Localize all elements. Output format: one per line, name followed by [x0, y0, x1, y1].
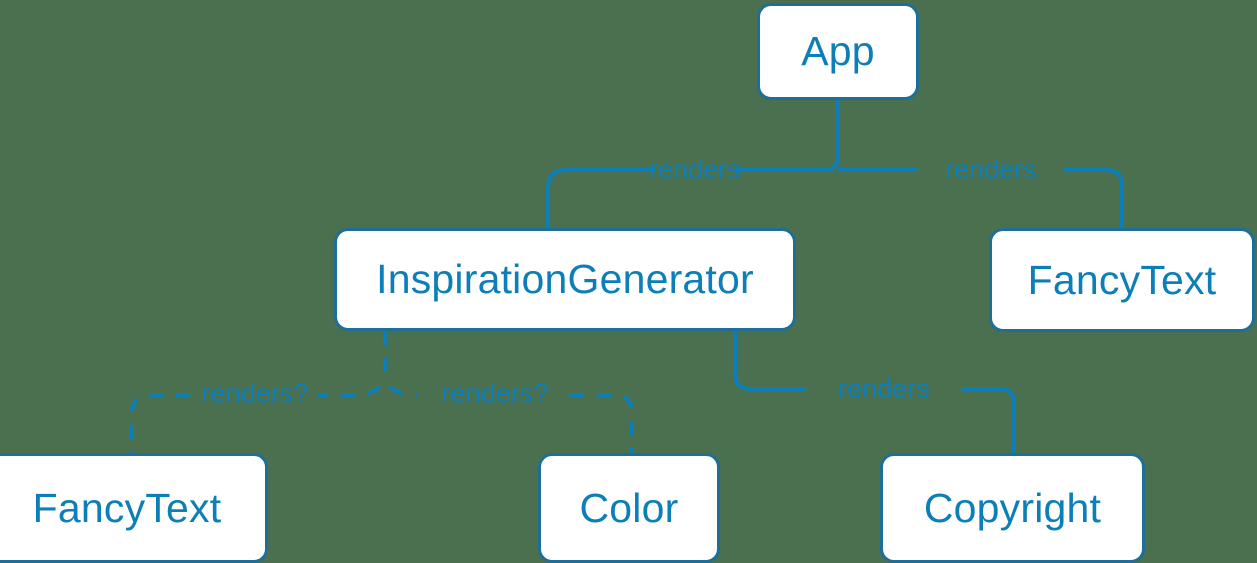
edge-inspiration-to-fancytext-dashed-left — [130, 393, 190, 453]
node-color[interactable]: Color — [538, 453, 720, 563]
edge-app-to-fancytext-right-seg — [1064, 168, 1124, 228]
edge-label-app-to-fancytext: renders — [945, 154, 1037, 185]
edge-inspiration-to-color-dashed — [388, 385, 418, 397]
edge-label-inspiration-to-color: renders? — [441, 378, 549, 409]
node-fancytext-right[interactable]: FancyText — [989, 228, 1255, 332]
edge-inspiration-to-copyright-right — [962, 387, 1016, 453]
edge-label-inspiration-to-fancytext: renders? — [201, 378, 309, 409]
node-fancytext-bottom[interactable]: FancyText — [0, 453, 268, 563]
edge-inspiration-to-color-dashed-right — [570, 393, 634, 453]
edge-label-inspiration-to-copyright: renders — [838, 373, 930, 404]
node-copyright[interactable]: Copyright — [880, 453, 1145, 563]
node-copyright-label: Copyright — [923, 484, 1102, 531]
node-inspiration-generator-label: InspirationGenerator — [376, 256, 754, 302]
node-app-label: App — [801, 28, 875, 74]
node-color-label: Color — [579, 484, 679, 531]
edge-inspiration-to-fancytext-dashed — [318, 385, 382, 397]
edge-label-app-to-inspiration: renders — [649, 154, 741, 185]
edge-app-to-inspiration-left-seg — [546, 168, 656, 228]
node-fancytext-right-label: FancyText — [1027, 256, 1217, 303]
node-app[interactable]: App — [757, 3, 919, 100]
edge-app-stem — [823, 100, 840, 172]
edge-inspiration-to-copyright-left — [733, 331, 806, 391]
node-fancytext-bottom-label: FancyText — [32, 484, 222, 531]
node-inspiration-generator[interactable]: InspirationGenerator — [334, 228, 796, 331]
